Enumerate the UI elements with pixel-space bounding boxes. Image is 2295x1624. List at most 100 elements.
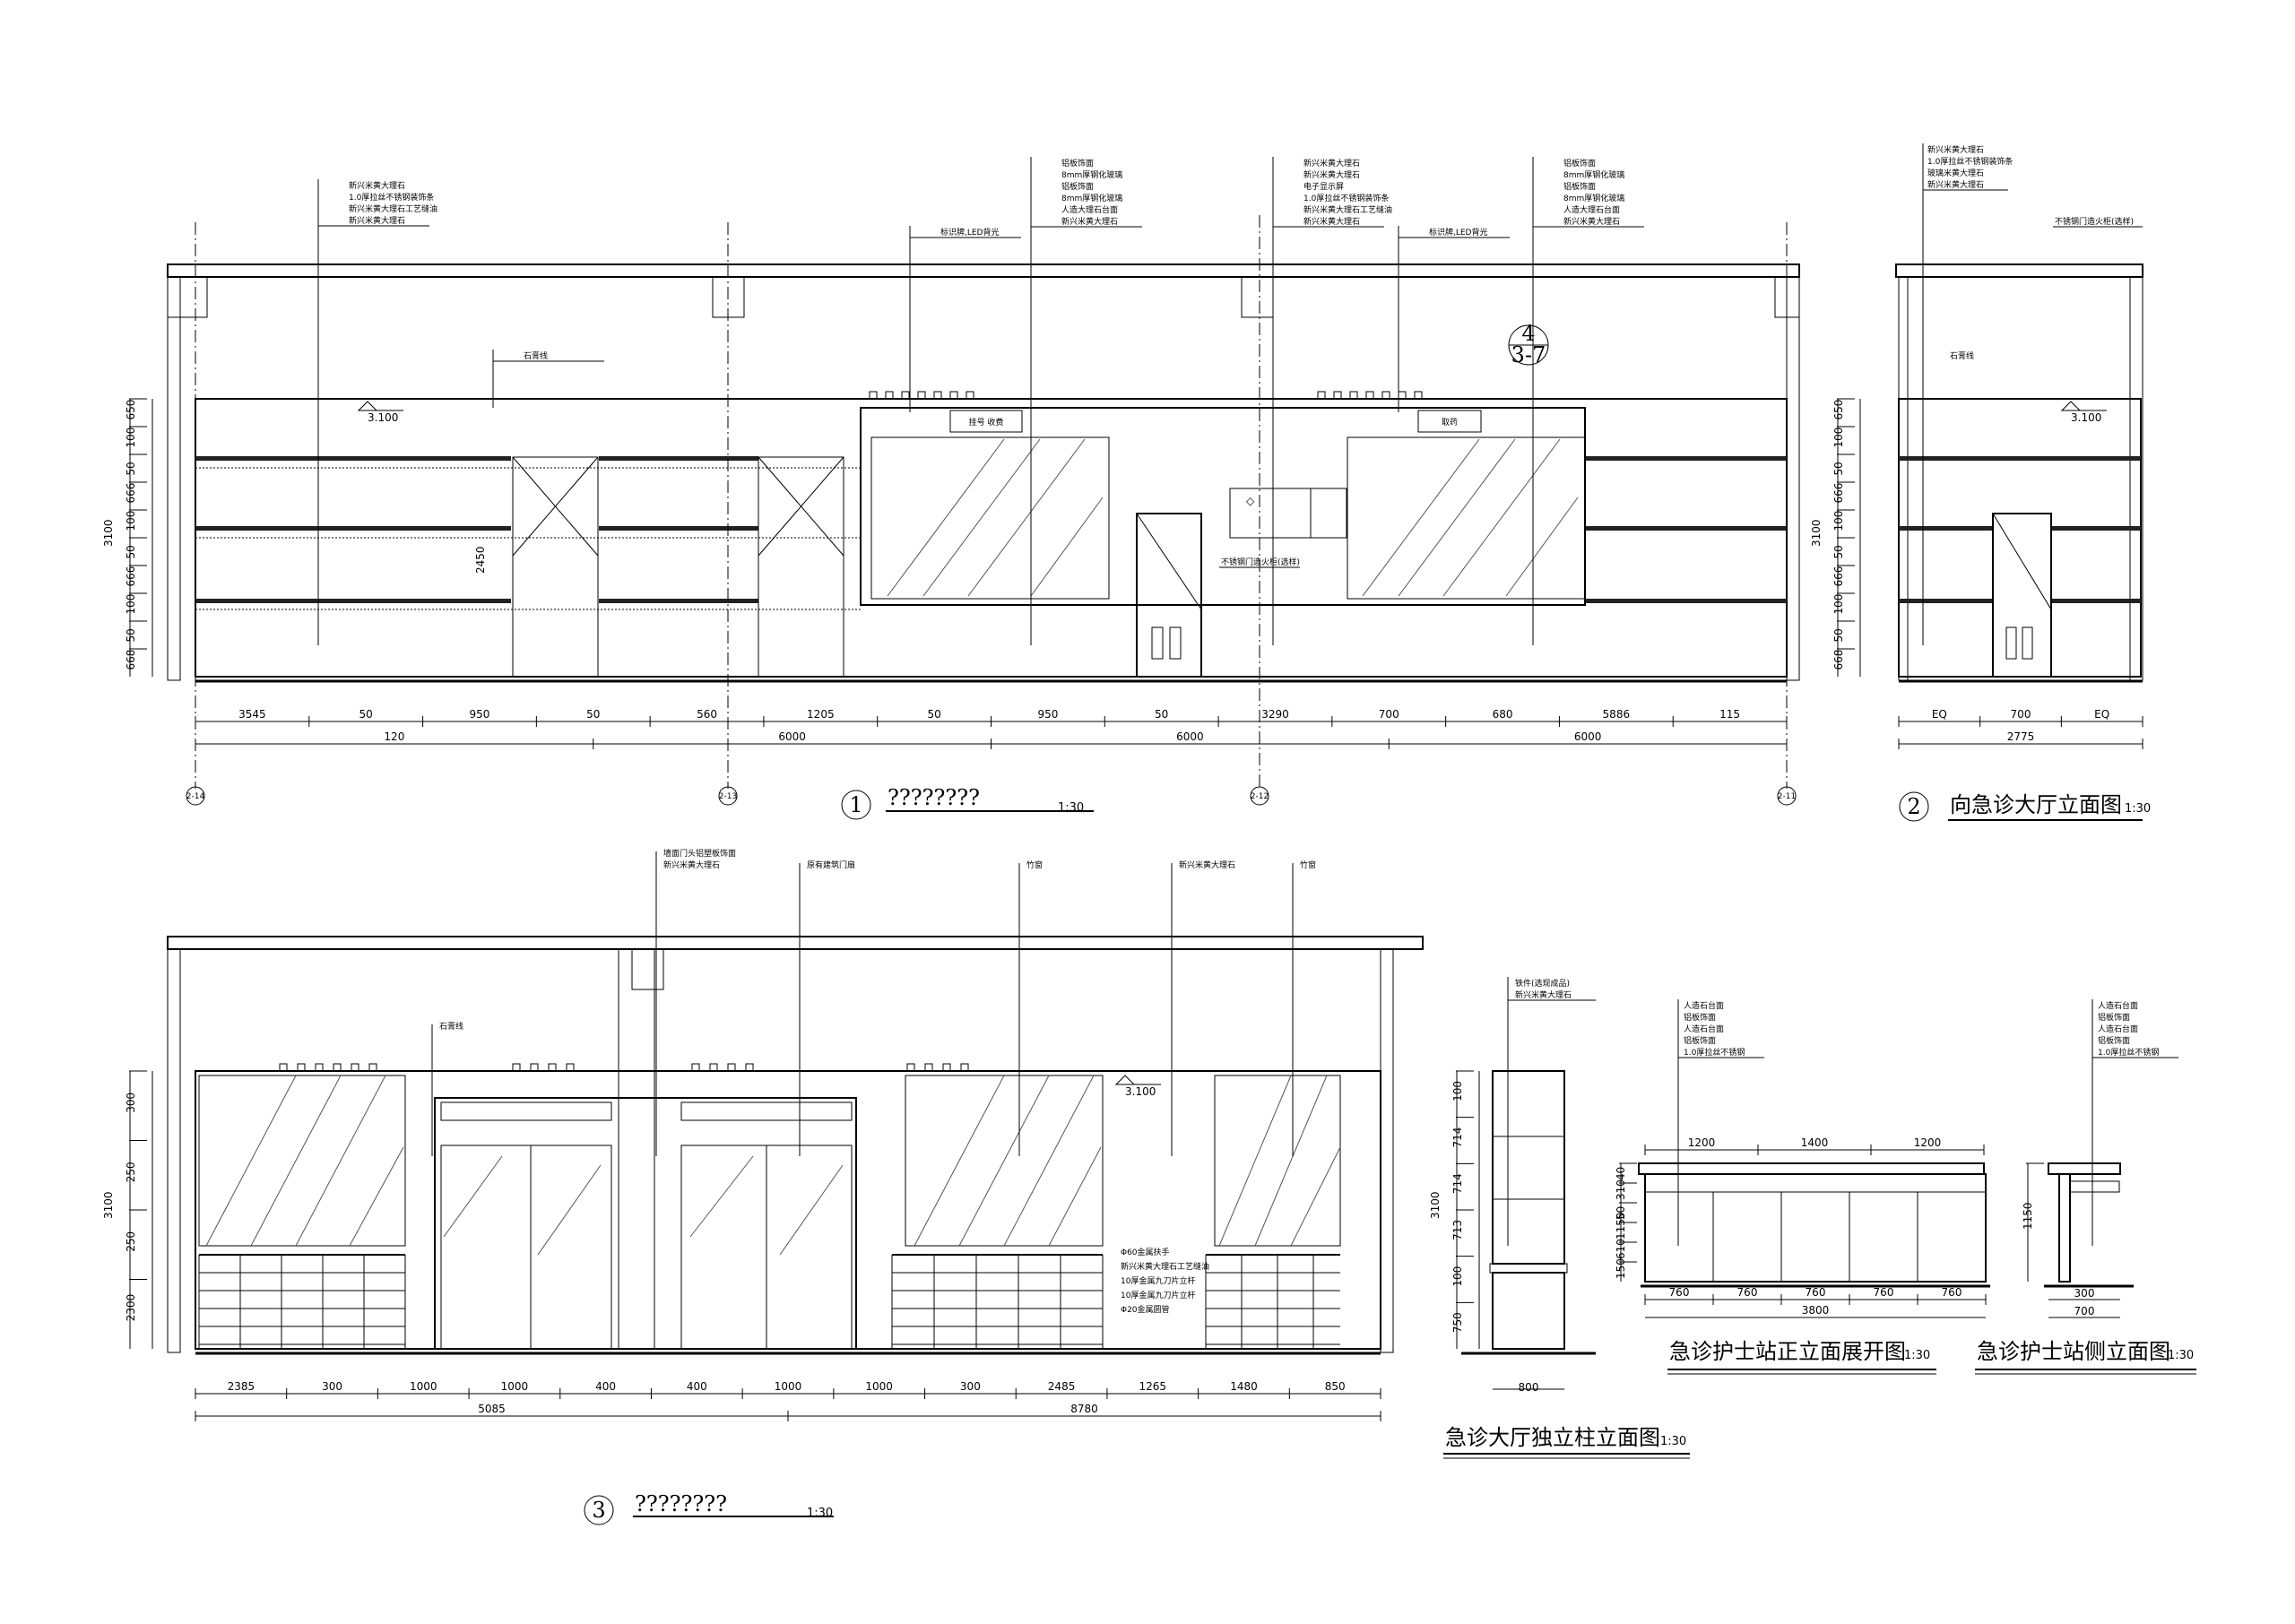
sign-label: 挂号 收费: [969, 417, 1004, 428]
dimension-total: 3100: [102, 519, 115, 547]
dimension-label: 760: [1669, 1286, 1690, 1299]
sign-box: [1417, 410, 1482, 433]
dimension-label: 50: [1832, 462, 1845, 475]
dimension-label: 3545: [238, 708, 266, 721]
glass-panel: [870, 436, 1110, 600]
dimension-label: EQ: [1932, 708, 1947, 721]
dimension-label: 650: [1832, 400, 1845, 420]
material-note: 新兴米黄大理石: [1303, 158, 1360, 168]
wall-right: [1786, 276, 1800, 681]
dimension-label: 50: [927, 708, 940, 721]
material-note: 铝板饰面: [1061, 181, 1094, 192]
dimension-label: 1000: [410, 1380, 437, 1393]
dimension-label: 120: [384, 730, 404, 743]
beam: [1241, 276, 1274, 318]
dimension-label: 1200: [1688, 1136, 1716, 1149]
dimension-label: 400: [595, 1380, 616, 1393]
material-note: 新兴米黄大理石: [349, 215, 405, 226]
material-note: 原有建筑门扇: [807, 860, 855, 870]
material-note: 铝板饰面: [1563, 158, 1596, 168]
material-note: 人造石台面: [1684, 1024, 1724, 1034]
dimension-total: 3100: [1810, 519, 1823, 547]
railing-note: 新兴米黄大理石工艺缝油: [1121, 1261, 1209, 1272]
entrance-doors: [434, 1097, 857, 1350]
material-note: 新兴米黄大理石: [663, 860, 720, 870]
dimension-label: 300: [2074, 1287, 2095, 1300]
door: [512, 456, 599, 678]
dimension-label: 560: [697, 708, 717, 721]
level-text: 3.100: [1125, 1085, 1156, 1098]
material-note: 新兴米黄大理石: [1303, 216, 1360, 227]
sign-box: [949, 410, 1023, 433]
dimension-label: 100: [1832, 594, 1845, 615]
material-note: 1.0厚拉丝不锈钢: [2098, 1047, 2159, 1058]
dimension-label: 1400: [1801, 1136, 1829, 1149]
door-height: 2450: [474, 546, 487, 574]
dimension-label: 300: [960, 1380, 981, 1393]
material-note: 铝板饰面: [2098, 1012, 2130, 1023]
dimension-label: 1205: [807, 708, 835, 721]
axis-label: 2-12: [1251, 792, 1269, 801]
material-note: 8mm厚钢化玻璃: [1061, 193, 1122, 203]
title-scale: 1:30: [807, 1507, 833, 1520]
svg-text:1: 1: [849, 792, 862, 817]
title-text: 急诊护士站正立面展开图: [1669, 1339, 1906, 1364]
material-note: 8mm厚钢化玻璃: [1563, 193, 1624, 203]
title-text: ????????: [635, 1491, 727, 1516]
material-note: 新兴米黄大理石工艺缝油: [349, 203, 437, 214]
door-note: 不锈钢门造火柜(选样): [1221, 557, 1300, 567]
axis-label: 2-13: [719, 792, 737, 801]
dimension-label: 3290: [1261, 708, 1289, 721]
door: [1992, 513, 2052, 678]
material-note: 1.0厚拉丝不锈钢装饰条: [1303, 193, 1389, 203]
level-text: 3.100: [368, 411, 398, 424]
elevation-1: 挂号 收费 取药 ◇ 3.100 4 3-7: [102, 157, 1800, 806]
dimension-label: 6000: [1176, 730, 1204, 743]
title-text: 急诊护士站侧立面图: [1977, 1339, 2170, 1364]
title-2: 2 向急诊大厅立面图 1:30: [1899, 791, 2151, 822]
display-screen: [1229, 488, 1312, 539]
beam: [167, 276, 208, 318]
dimension-label: 714: [1451, 1127, 1464, 1148]
material-note: 玻璃米黄大理石: [1927, 168, 1984, 178]
material-note: 新兴米黄大理石工艺缝油: [1303, 204, 1392, 215]
material-note: 标识牌,LED背光: [940, 227, 1000, 238]
dimension-label: 1150: [2022, 1202, 2034, 1230]
dimension-label: 50: [125, 545, 137, 558]
dimension-label: 1000: [865, 1380, 893, 1393]
dimension-label: 950: [1037, 708, 1058, 721]
dimension-label: 700: [1379, 708, 1399, 721]
dimension-label: 1480: [1230, 1380, 1258, 1393]
dimension-label: 50: [1155, 708, 1168, 721]
dimension-label: 100: [1451, 1266, 1464, 1287]
dimension-label: 666: [125, 566, 137, 587]
dimension-label: 2300: [125, 1294, 137, 1322]
dimension-label: 680: [1493, 708, 1513, 721]
title-column: 急诊大厅独立柱立面图 1:30: [1443, 1425, 1690, 1459]
material-note: 1.0厚拉丝不锈钢装饰条: [1927, 156, 2013, 167]
title-scale: 1:30: [1058, 801, 1084, 815]
dimension-label: 100: [125, 428, 137, 448]
dimension-label: 250: [125, 1162, 137, 1182]
railing-note: 10厚金属九刀片立杆: [1121, 1290, 1195, 1300]
dimension-label: 400: [687, 1380, 707, 1393]
glass-panel: [1347, 436, 1586, 600]
material-note: 8mm厚钢化玻璃: [1061, 169, 1122, 180]
material-note: 8mm厚钢化玻璃: [1563, 169, 1624, 180]
material-note: 新兴米黄大理石: [1061, 216, 1118, 227]
material-note: 新兴米黄大理石: [1563, 216, 1620, 227]
dimension-label: 666: [1832, 483, 1845, 504]
dimension-label: 50: [1615, 1206, 1627, 1220]
title-text: 急诊大厅独立柱立面图: [1445, 1425, 1660, 1450]
level-text: 3.100: [2071, 411, 2101, 424]
dimension-label: 310: [1615, 1179, 1627, 1200]
material-note: 铝板饰面: [1563, 181, 1596, 192]
dimension-label: 666: [1832, 566, 1845, 587]
dimension-label: 760: [1806, 1286, 1826, 1299]
dimension-label: 668: [1832, 650, 1845, 670]
